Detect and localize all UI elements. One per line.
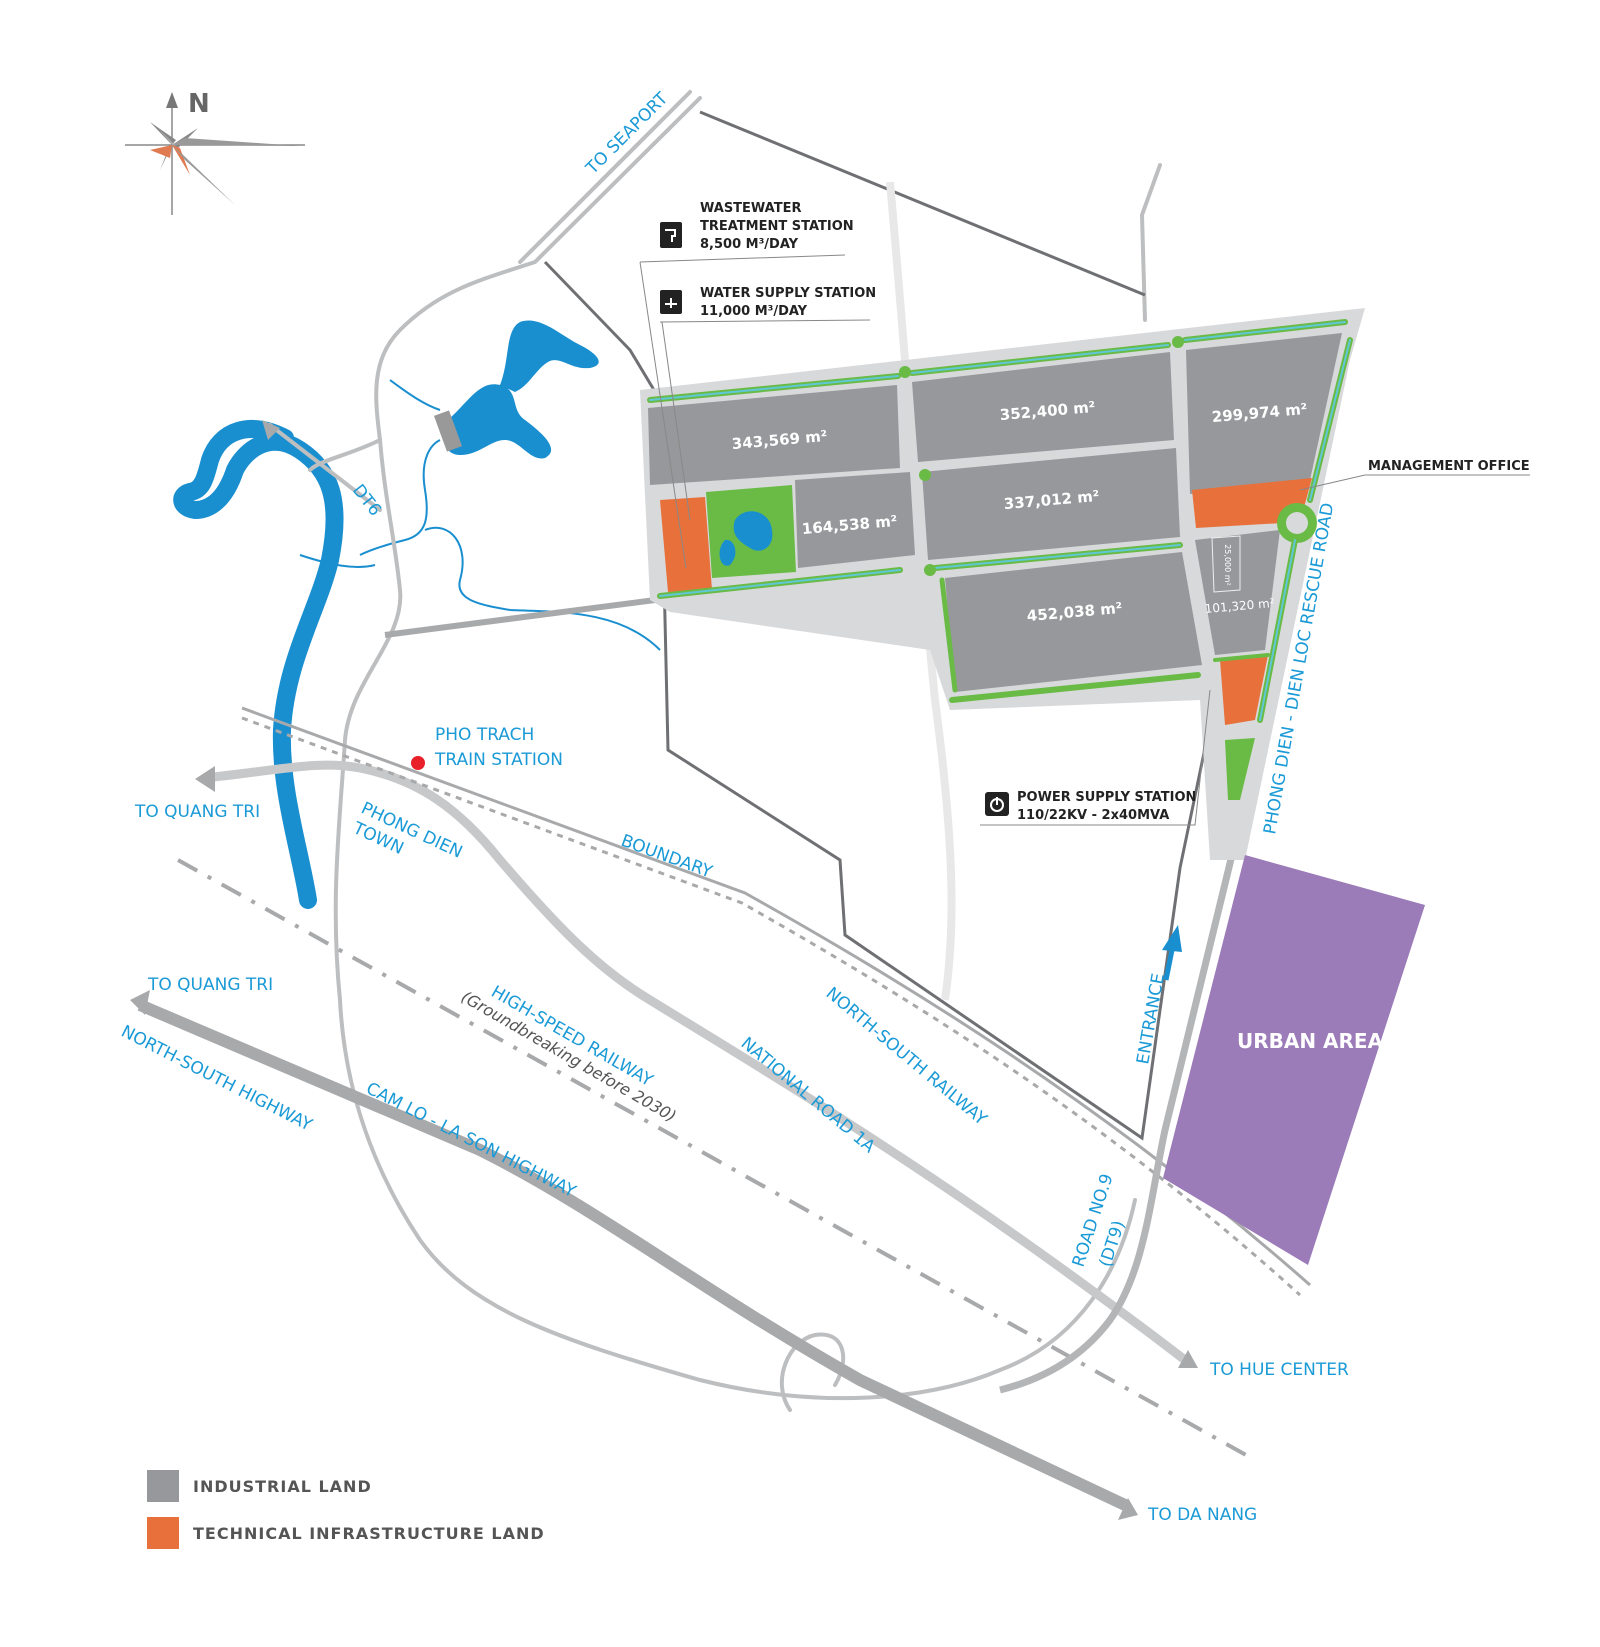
streams [299, 379, 661, 651]
water-supply-label-2: 11,000 M³/DAY [700, 304, 808, 319]
label-station-1: PHO TRACH [435, 725, 534, 745]
plot-label-25000: 25,000 m² [1223, 544, 1232, 586]
dt6-arrow-icon [262, 420, 280, 440]
legend-swatch-industrial [147, 1470, 179, 1502]
legend-label-technical: TECHNICAL INFRASTRUCTURE LAND [193, 1524, 545, 1543]
road-no9 [999, 854, 1236, 1394]
national-road-1a [204, 760, 1188, 1364]
compass-rose-icon: N [125, 89, 305, 215]
to-quang-tri-arrow-icon [195, 766, 215, 792]
lot-164538 [795, 472, 915, 568]
management-office-label: MANAGEMENT OFFICE [1368, 459, 1530, 474]
dam [433, 410, 463, 452]
lot-337012 [922, 448, 1180, 560]
north-south-highway-line [137, 999, 1128, 1511]
label-dt6: DT6 [348, 481, 385, 520]
wastewater-icon [660, 222, 682, 248]
urban-area-label: URBAN AREA [1237, 1029, 1384, 1053]
high-speed-railway-line [177, 858, 1256, 1462]
label-to-seaport: TO SEAPORT [582, 88, 673, 179]
road-dt6-connector [384, 597, 656, 638]
to-da-nang-arrow-icon [1118, 1498, 1138, 1520]
to-quang-tri-highway-arrow-icon [130, 990, 150, 1015]
water-supply-label-1: WATER SUPPLY STATION [700, 286, 876, 301]
green-triangle [1225, 738, 1255, 800]
label-to-hue-center: TO HUE CENTER [1209, 1360, 1349, 1380]
legend-label-industrial: INDUSTRIAL LAND [193, 1477, 372, 1496]
to-hue-arrow-icon [1178, 1350, 1198, 1368]
legend-swatch-technical [147, 1517, 179, 1549]
wastewater-label-1: WASTEWATER [700, 201, 802, 216]
label-north-south-railway: NORTH-SOUTH RAILWAY [822, 984, 991, 1130]
lot-25000 [1211, 535, 1241, 593]
label-to-quang-tri-2: TO QUANG TRI [147, 975, 273, 995]
leader-lines [639, 254, 1530, 826]
power-supply-label-1: POWER SUPPLY STATION [1017, 790, 1196, 805]
legend: INDUSTRIAL LAND TECHNICAL INFRASTRUCTURE… [147, 1470, 545, 1549]
park-boundary [543, 110, 1217, 1141]
label-to-quang-tri-1: TO QUANG TRI [134, 802, 260, 822]
entrance-arrow-icon [1163, 949, 1175, 981]
label-national-road: NATIONAL ROAD 1A [737, 1034, 879, 1158]
lot-452038 [945, 552, 1202, 692]
wastewater-label-2: TREATMENT STATION [700, 219, 854, 234]
lot-299974 [1186, 333, 1342, 494]
urban-area [1163, 855, 1425, 1265]
label-entrance: ENTRANCE [1133, 972, 1169, 1066]
label-boundary: BOUNDARY [618, 831, 715, 883]
compass-north-label: N [188, 89, 210, 119]
label-high-speed-railway: HIGH-SPEED RAILWAY [488, 982, 657, 1091]
label-high-speed-note: (Groundbreaking before 2030) [458, 987, 680, 1126]
lot-352400 [912, 352, 1174, 462]
central-road [886, 181, 956, 1001]
water-supply-icon [660, 290, 682, 314]
wastewater-label-3: 8,500 M³/DAY [700, 237, 799, 252]
train-station-marker-icon [411, 756, 425, 770]
lot-343569 [648, 385, 900, 485]
label-station-2: TRAIN STATION [434, 750, 563, 770]
label-cam-lo-la-son: CAM LO - LA SON HIGHWAY [363, 1079, 580, 1203]
minor-roads [268, 90, 1162, 1412]
plot-label-101320: 101,320 m² [1204, 596, 1275, 616]
park-block [640, 308, 1365, 860]
power-supply-label-2: 110/22KV - 2x40MVA [1017, 808, 1169, 823]
lake [444, 320, 599, 459]
power-supply-icon [985, 792, 1009, 816]
tech-lot-power [1220, 655, 1268, 725]
tech-lot-water [660, 497, 712, 592]
river [173, 420, 344, 909]
label-to-da-nang: TO DA NANG [1147, 1505, 1257, 1525]
